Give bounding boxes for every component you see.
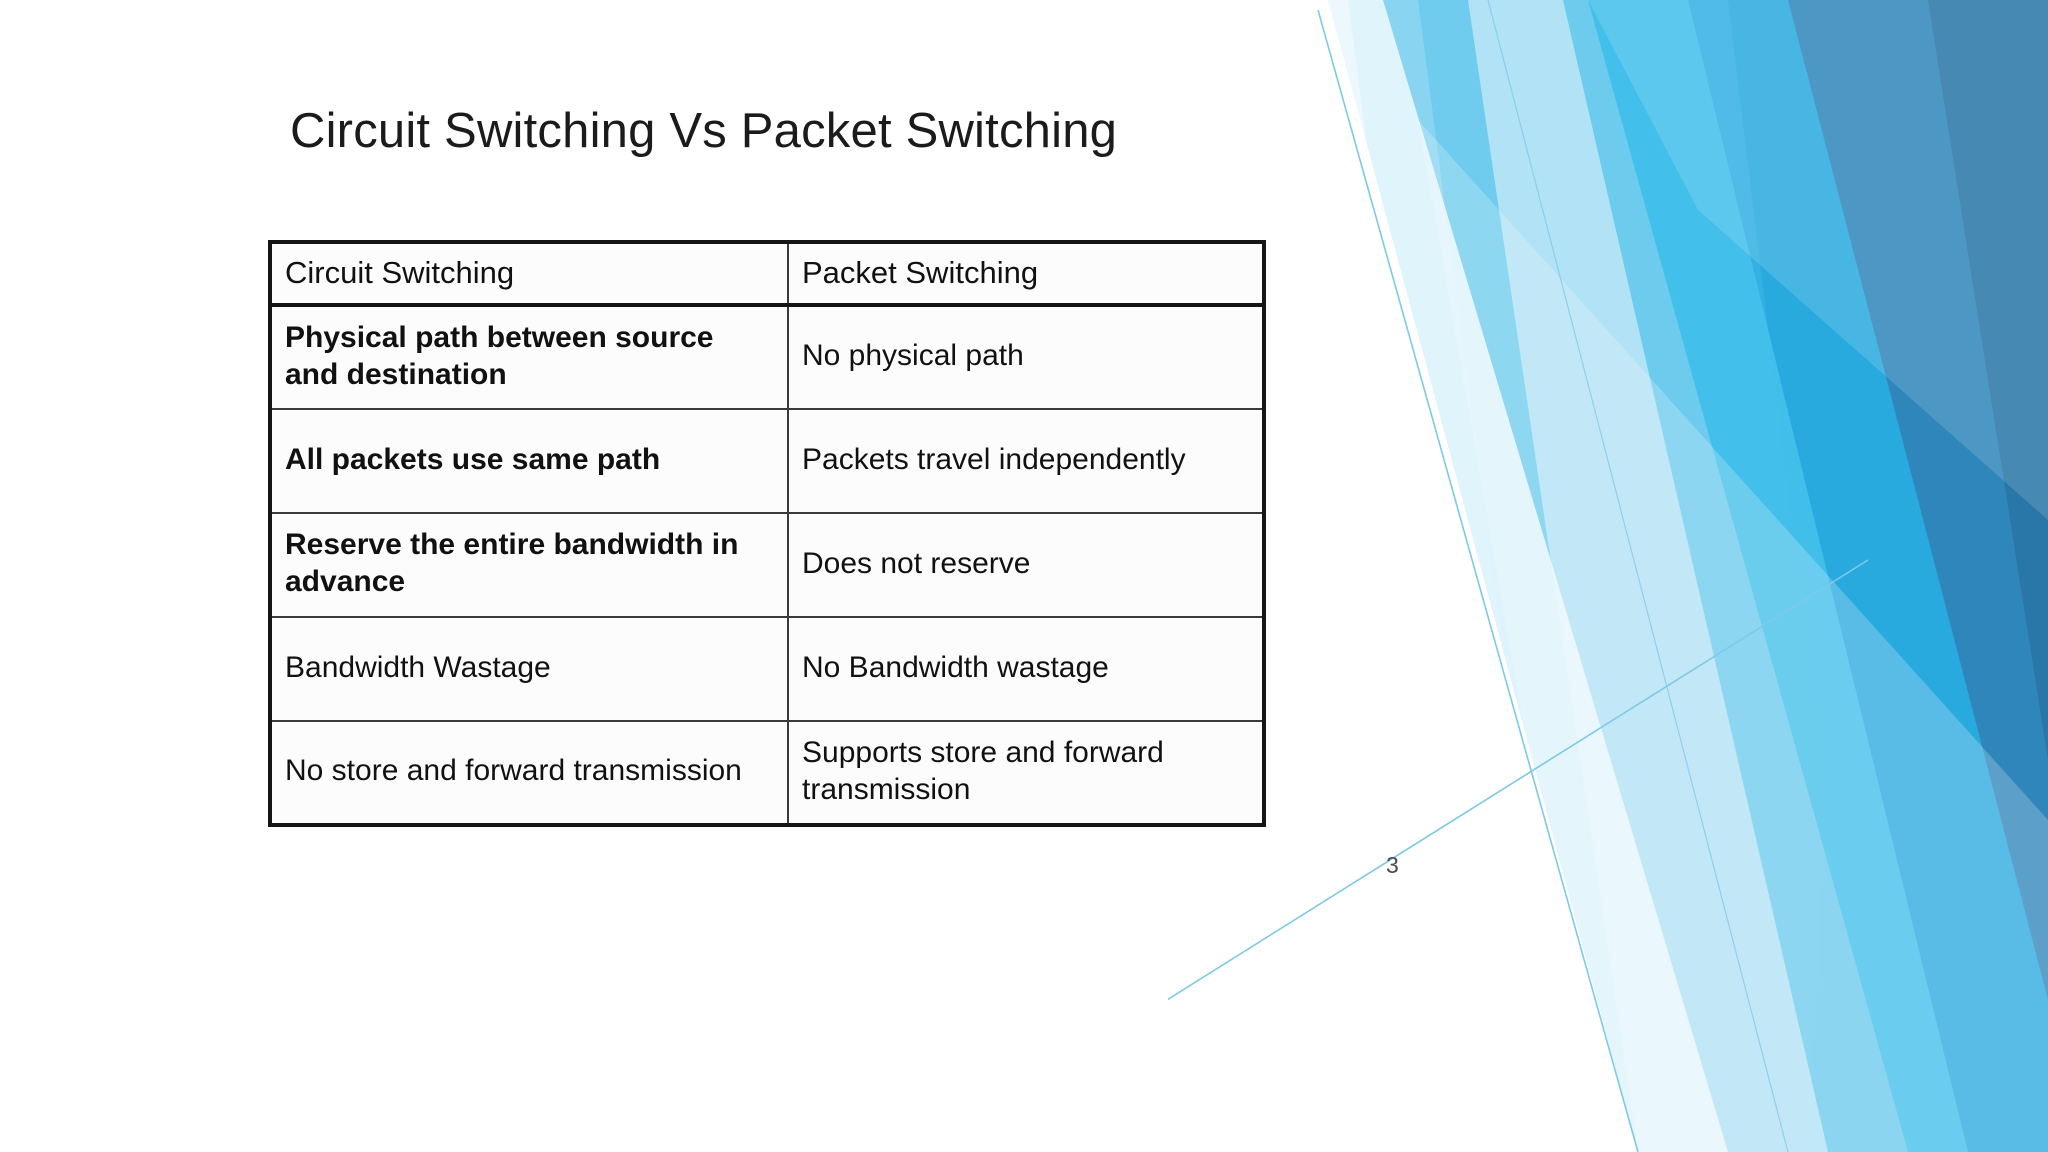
background-decoration [1168,0,2048,1152]
deco-shape-light-sky [1468,0,1828,1152]
cell-packet-switching: Supports store and forward transmission [787,720,1265,825]
table-row: Bandwidth Wastage No Bandwidth wastage [269,616,1265,722]
deco-shape-pale-ice [1288,0,1728,1152]
cell-circuit-switching: Bandwidth Wastage [269,616,789,722]
deco-shape-steel [1728,0,2048,1152]
deco-hairline-3 [1487,0,1789,1152]
deco-shape-group [1168,0,2048,1152]
cell-packet-switching: No physical path [787,304,1265,410]
column-header-circuit-switching: Circuit Switching [269,241,789,307]
deco-shape-sky [1348,0,1908,1152]
deco-shape-translucent-diagonal [1418,120,2048,1152]
cell-circuit-switching: No store and forward transmission [269,720,789,825]
deco-shape-translucent-upper [1588,0,2048,520]
cell-packet-switching: Does not reserve [787,512,1265,618]
slide-title: Circuit Switching Vs Packet Switching [290,104,1118,158]
table-header: Circuit Switching Packet Switching [269,241,1265,307]
deco-shape-azure [1498,0,2048,1152]
cell-circuit-switching: Physical path between source and destina… [269,304,789,410]
table-row: Reserve the entire bandwidth in advance … [269,512,1265,618]
cell-circuit-switching: Reserve the entire bandwidth in advance [269,512,789,618]
deco-hairline-1 [1317,9,1639,1152]
table-row: No store and forward transmission Suppor… [269,720,1265,825]
table-row: Physical path between source and destina… [269,304,1265,410]
deco-shape-deep-right [1808,0,2048,1152]
cell-circuit-switching: All packets use same path [269,408,789,514]
table-row: All packets use same path Packets travel… [269,408,1265,514]
page-number: 3 [1386,852,1399,878]
deco-shape-cyan [1418,0,1968,1152]
cell-packet-switching: Packets travel independently [787,408,1265,514]
deco-hairline-2 [1168,559,1869,1001]
cell-packet-switching: No Bandwidth wastage [787,616,1265,722]
column-header-packet-switching: Packet Switching [787,241,1265,307]
comparison-table: Circuit Switching Packet Switching Physi… [268,240,1266,827]
table-body: Physical path between source and destina… [269,304,1265,825]
table-header-row: Circuit Switching Packet Switching [269,241,1265,307]
